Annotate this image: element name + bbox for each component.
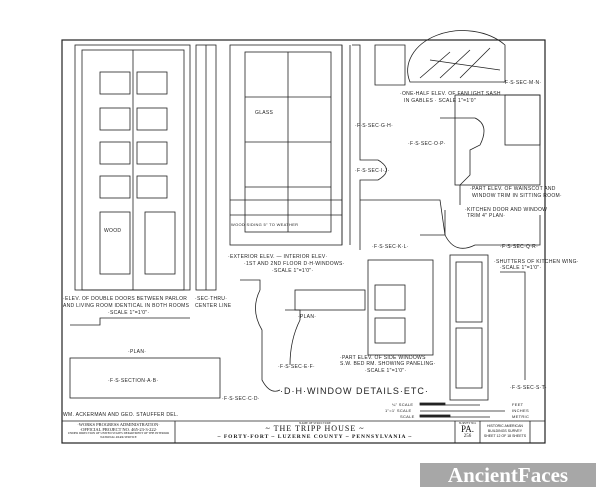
label-doors-2: and LIVING ROOM IDENTICAL in BOTH ROOMS xyxy=(63,303,190,309)
section-st xyxy=(500,271,526,380)
scale-label-1: ¼" SCALE xyxy=(392,402,414,407)
habs-block: HISTORIC AMERICAN BUILDINGS SURVEY SHEET… xyxy=(480,424,530,439)
label-dh-elev: ·EXTERIOR ELEV. — INTERIOR ELEV· xyxy=(228,254,328,260)
label-fanlight-2: in GABLES · SCALE 1"=1'0" xyxy=(404,98,476,104)
label-sec-ij: ·F·S·SEC·I·J· xyxy=(355,168,390,174)
delineators: WM. ACKERMAN and GEO. STAUFFER DEL. xyxy=(63,412,179,418)
label-sec-st: ·F·S·SEC·S·T· xyxy=(510,385,547,391)
section-ef-profile xyxy=(285,309,301,366)
label-sec-ef: ·F·S·SEC·E·F· xyxy=(278,364,315,370)
label-side-scale: ·SCALE 1"=1'0"· xyxy=(365,368,407,374)
window-plan xyxy=(294,289,366,311)
label-siding: WOOD SIDING 5" TO WEATHER xyxy=(231,222,299,227)
double-doors-elevation xyxy=(74,44,217,291)
label-wood: WOOD xyxy=(104,228,122,234)
label-sec-cd: ·F·S·SEC·C·D· xyxy=(222,396,260,402)
label-sec-gh: ·F·S·SEC·G·H· xyxy=(355,123,394,129)
side-window-paneling xyxy=(367,259,434,356)
graphic-scales xyxy=(419,402,505,418)
label-kitchen-2: TRIM 4" PLAN· xyxy=(467,213,506,219)
sheet-number: SHEET 12 OF 18 SHEETS xyxy=(483,434,527,438)
label-sec-op: ·F·S·SEC·O·P· xyxy=(408,141,446,147)
label-doors-scale: ·SCALE 1"=1'0"· xyxy=(108,310,150,316)
label-side-windows-2: S.W. BED RM. SHOWING PANELING· xyxy=(340,361,436,367)
label-plan-2: ·PLAN· xyxy=(298,314,317,320)
label-wainscot-2: WINDOW TRIM in SITTING ROOM· xyxy=(472,193,562,199)
wainscot-elevation xyxy=(504,94,541,146)
structure-name: ~ THE TRIPP HOUSE ~ xyxy=(265,424,365,433)
label-sec-kl: ·F·S·SEC·K·L· xyxy=(372,244,409,250)
label-sec-thru: ·SEC·THRU· xyxy=(195,296,228,302)
section-ab xyxy=(69,357,221,399)
label-shutters: ·SHUTTERS of KITCHEN WING· xyxy=(494,259,579,265)
title-block xyxy=(62,420,545,443)
label-side-windows: ·PART ELEV. of SIDE WINDOWS xyxy=(340,355,426,361)
scale-inches: INCHES xyxy=(512,408,529,413)
label-wainscot: ·PART ELEV. of WAINSCOT and xyxy=(470,186,556,192)
section-profile-gh-ij xyxy=(352,44,387,250)
park-service: NATIONAL PARK SERVICE xyxy=(100,434,137,439)
label-sec-ab: ·F·S·SECTION·A·B· xyxy=(108,378,159,384)
survey-state: PA. xyxy=(461,424,474,434)
wpa-block: ·WORKS PROGRESS ADMINISTRATION· ·OFFICIA… xyxy=(62,422,175,439)
section-block xyxy=(374,44,406,86)
watermark-logo: AncientFaces xyxy=(420,463,596,487)
label-shutters-scale: ·SCALE 1"=1'0"· xyxy=(500,265,542,271)
label-dh-elev-2: ·1st and 2nd FLOOR D·H·WINDOWS· xyxy=(244,261,345,267)
scale-feet: FEET xyxy=(512,402,524,407)
habs-1: HISTORIC AMERICAN xyxy=(487,424,523,428)
scale-metric: METRIC xyxy=(512,414,530,419)
label-center-line: CENTER LINE xyxy=(195,303,232,309)
project-no: ·OFFICIAL PROJECT NO. 465-23-3-222· xyxy=(79,427,158,432)
structure-block: NAME OF STRUCTURE ~ THE TRIPP HOUSE ~ ~ … xyxy=(175,421,455,441)
section-cd-profile xyxy=(240,279,281,392)
survey-number: 256 xyxy=(463,434,472,439)
habs-2: BUILDINGS SURVEY xyxy=(487,429,523,433)
section-op-profile xyxy=(440,117,485,205)
scale-label-2: 1"=1' SCALE xyxy=(385,408,412,413)
fanlight-muntins xyxy=(419,47,501,79)
label-dh-scale: ·SCALE 1"=1'0"· xyxy=(272,268,314,274)
dh-window-elevation xyxy=(229,44,351,246)
scale-label-3: SCALE xyxy=(400,414,415,419)
sheet-border xyxy=(61,39,546,444)
wpa: ·WORKS PROGRESS ADMINISTRATION· xyxy=(77,422,160,427)
label-sec-mn: ·F·S·SEC·M·N· xyxy=(503,80,542,86)
direction: UNDER DIRECTION OF UNITED STATES DEPARTM… xyxy=(67,431,170,435)
label-kitchen: ·KITCHEN DOOR and WINDOW xyxy=(465,207,548,213)
label-fanlight: ·ONE-HALF ELEV. of FANLIGHT SASH xyxy=(400,91,501,97)
fanlight-sash xyxy=(407,30,506,83)
door-plan xyxy=(70,317,190,326)
name-label: NAME OF STRUCTURE xyxy=(299,421,331,425)
structure-location: ~ FORTY-FORT ~ LUZERNE COUNTY ~ PENNSYLV… xyxy=(217,434,413,440)
label-doors: ·ELEV. of DOUBLE DOORS BETWEEN PARLOR xyxy=(63,296,188,302)
sheet-title: ·D·H·WINDOW DETAILS·ETC· xyxy=(280,386,429,396)
label-plan-1: ·PLAN· xyxy=(128,349,147,355)
section-kl xyxy=(360,199,446,236)
survey-label: SURVEY NO. xyxy=(458,421,477,425)
label-glass: GLASS xyxy=(255,110,274,116)
shutter-elevation xyxy=(449,254,489,401)
section-qr xyxy=(444,210,541,249)
label-sec-qr: ·F·S·SEC·Q·R· xyxy=(500,244,539,250)
survey-block: SURVEY NO. PA. 256 xyxy=(455,421,480,440)
